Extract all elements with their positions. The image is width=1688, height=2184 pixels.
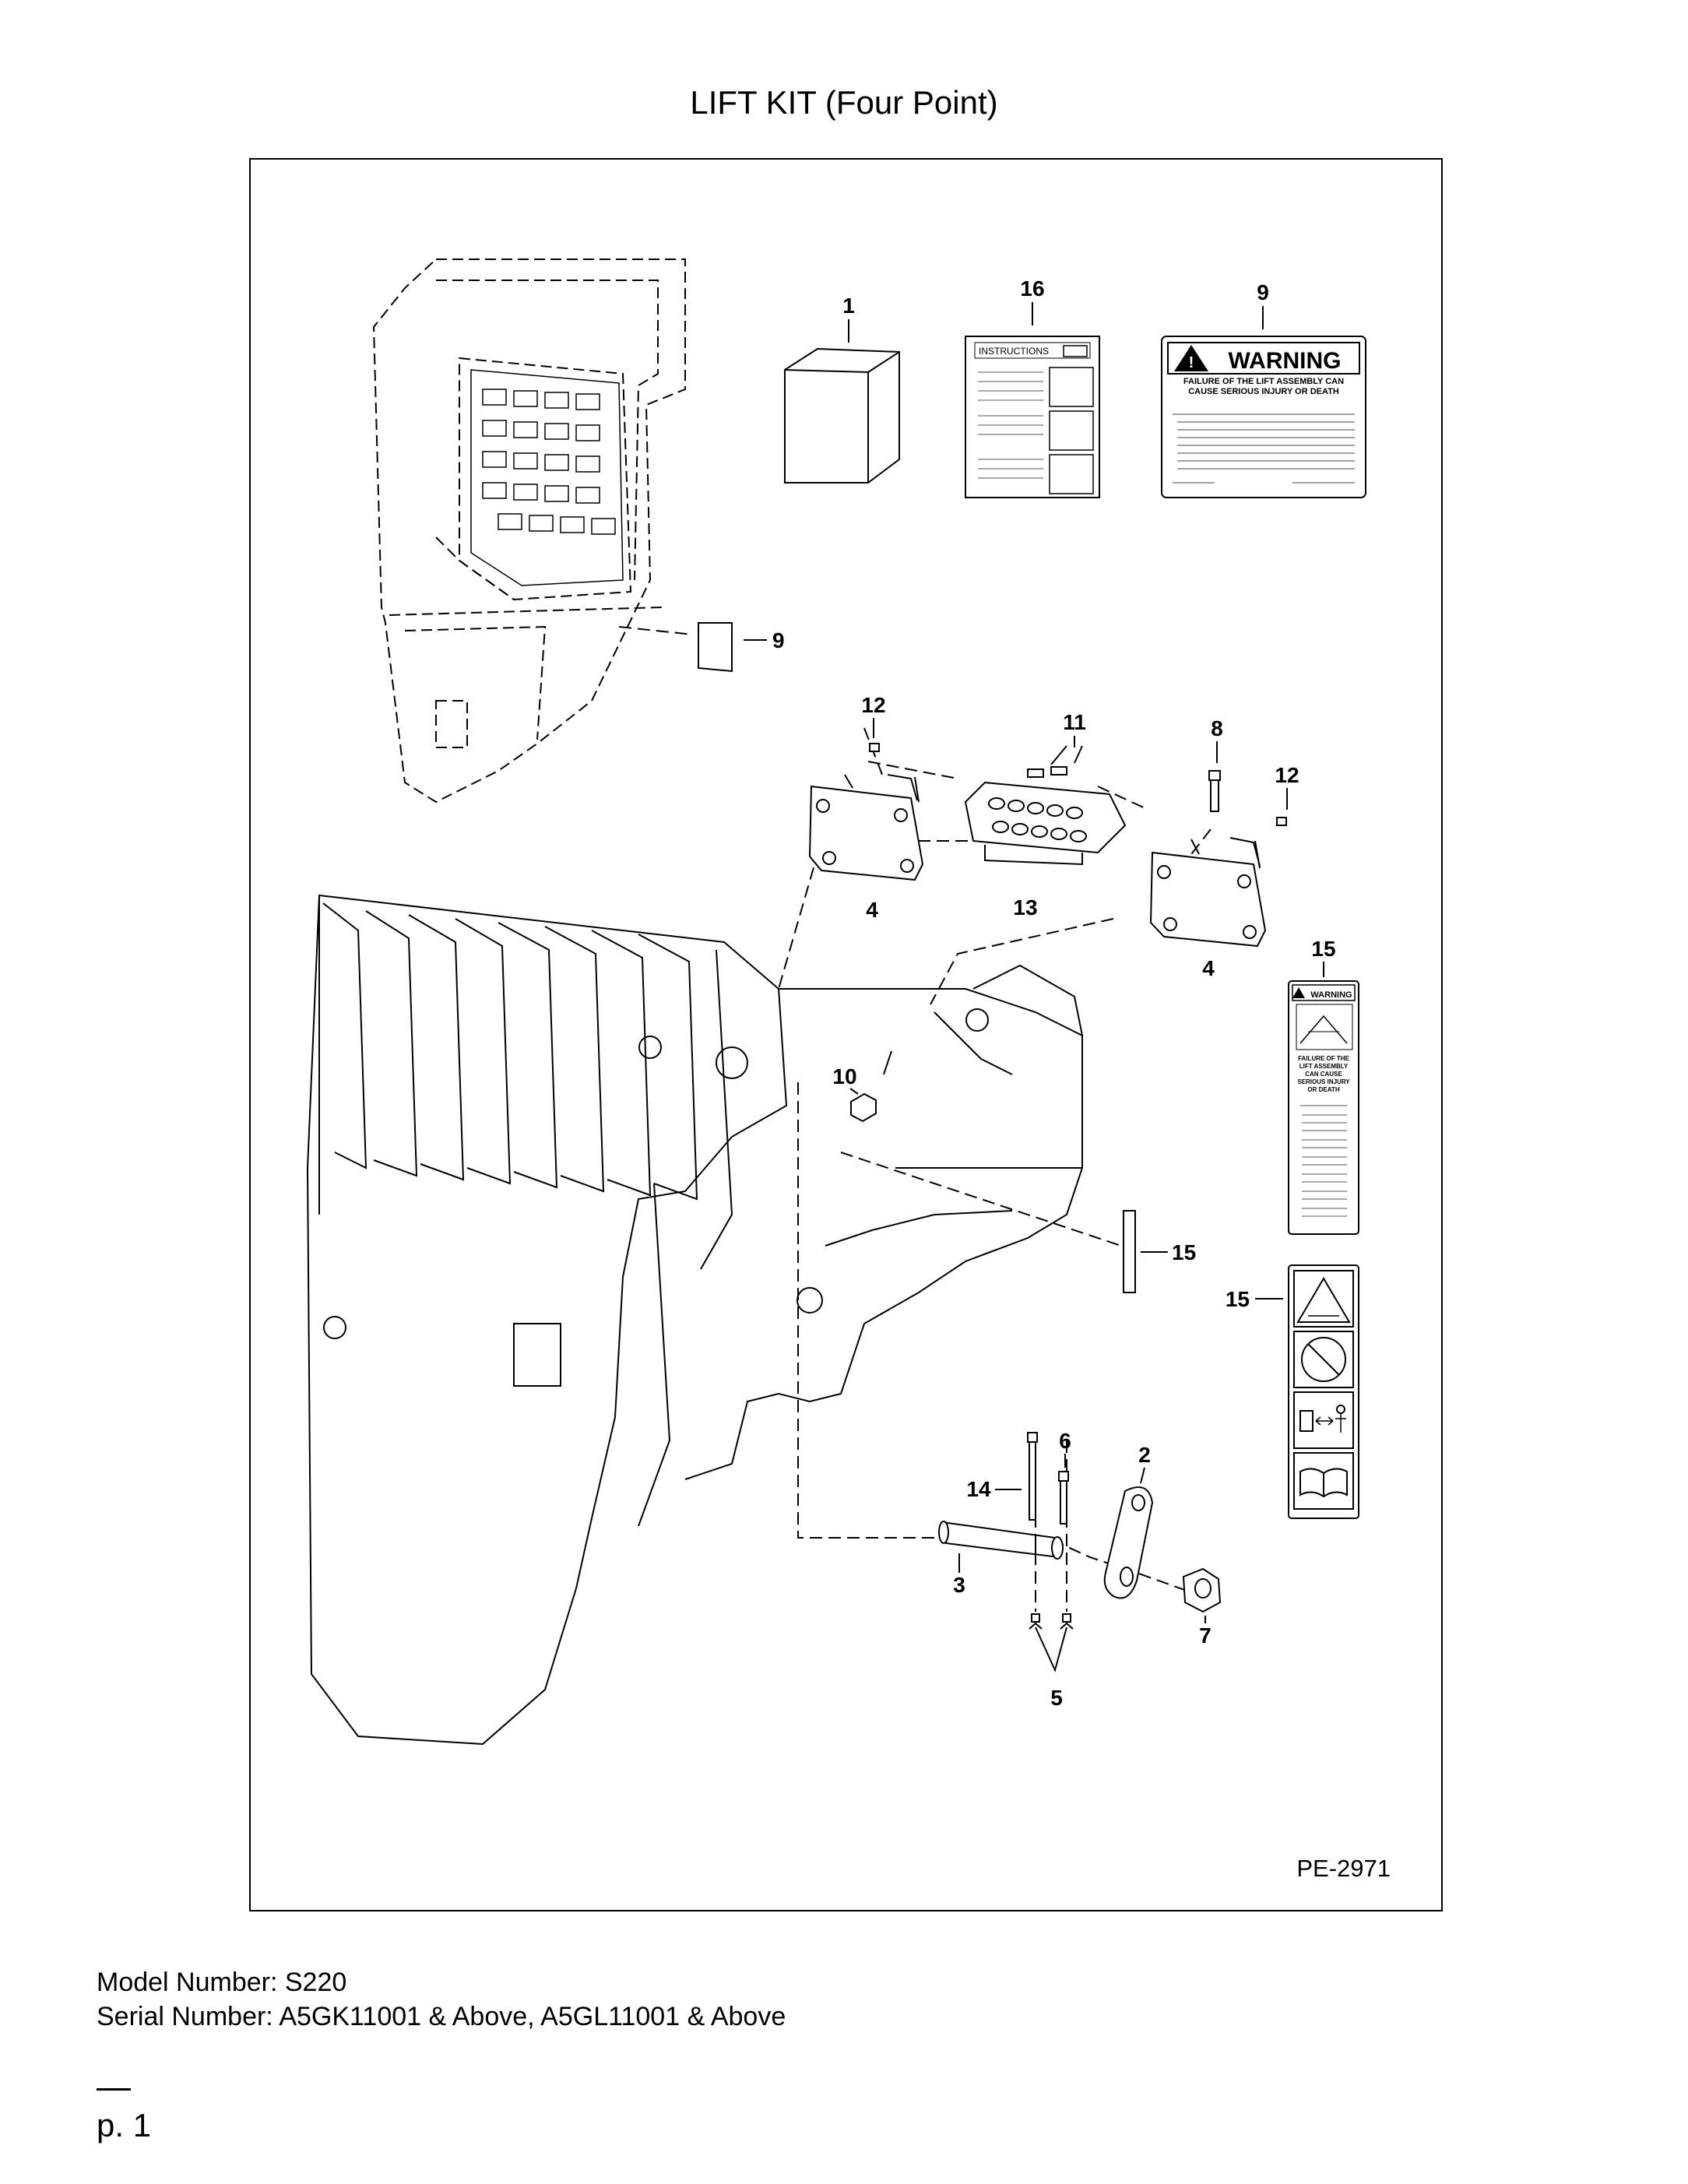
callout-1: 1	[842, 294, 855, 318]
part-1-box	[784, 347, 900, 484]
part-2-plate	[1103, 1486, 1154, 1599]
cab-mesh	[470, 369, 624, 586]
tall-warning-line-2: LIFT ASSEMBLY	[1299, 1063, 1349, 1070]
warning-heading: WARNING	[1229, 348, 1342, 374]
tall-warning-line-3: CAN CAUSE	[1305, 1071, 1342, 1078]
frame-holes	[323, 1008, 989, 1387]
callout-5: 5	[1050, 1686, 1063, 1710]
callout-14: 14	[966, 1477, 991, 1501]
page-number: p. 1	[97, 2107, 152, 2144]
drawing-reference: PE-2971	[1296, 1855, 1391, 1882]
part-5-cotter-nuts	[1029, 1613, 1074, 1672]
callout-7: 7	[1199, 1623, 1211, 1648]
part-13-plate	[964, 781, 1127, 866]
tall-warning-line-1: FAILURE OF THE	[1298, 1055, 1349, 1062]
cab-outline	[372, 258, 686, 804]
serial-number: Serial Number: A5GK11001 & Above, A5GL11…	[97, 2002, 786, 2031]
part-3-pin	[938, 1521, 1064, 1560]
callout-15-frame: 15	[1172, 1240, 1196, 1264]
callout-15-top: 15	[1311, 937, 1335, 961]
page-rule	[97, 2088, 131, 2091]
callout-2: 2	[1138, 1443, 1151, 1467]
part-14-bolt	[1027, 1432, 1038, 1521]
callout-16: 16	[1020, 276, 1044, 301]
tall-warning-line-4: SERIOUS INJURY	[1297, 1078, 1350, 1085]
part-7-nut	[1182, 1567, 1222, 1613]
model-serial-block: Model Number: S220 Serial Number: A5GK11…	[97, 1965, 786, 2034]
part-4-bracket-right	[1149, 837, 1267, 948]
callout-4-left: 4	[866, 898, 878, 922]
part-15-tall-warning: WARNING FAILURE OF THE LIFT ASSEMBLY CAN…	[1288, 980, 1359, 1235]
part-4-bracket-left	[808, 774, 924, 881]
callout-12-right: 12	[1275, 763, 1299, 787]
callout-8: 8	[1211, 716, 1223, 740]
tall-warning-line-5: OR DEATH	[1307, 1086, 1339, 1093]
tall-warning-heading: WARNING	[1310, 990, 1352, 1000]
instructions-heading: INSTRUCTIONS	[979, 346, 1049, 357]
part-9-warning-decal: ! WARNING FAILURE OF THE LIFT ASSEMBLY C…	[1161, 336, 1366, 498]
callout-13: 13	[1013, 895, 1037, 920]
model-number: Model Number: S220	[97, 1968, 347, 1997]
part-16-instructions: INSTRUCTIONS	[965, 336, 1100, 498]
diagram-frame	[249, 158, 1443, 1911]
callout-6: 6	[1059, 1429, 1071, 1453]
loader-frame-outline	[306, 894, 1083, 1746]
callout-3: 3	[953, 1573, 965, 1597]
part-6-bolt	[1058, 1471, 1069, 1525]
callout-9-top: 9	[1257, 280, 1269, 304]
callout-11: 11	[1063, 710, 1086, 734]
callout-15-pictorial: 15	[1226, 1287, 1250, 1311]
grille-slats	[322, 902, 698, 1201]
svg-text:!: !	[1189, 354, 1194, 371]
warning-message: FAILURE OF THE LIFT ASSEMBLY CAN CAUSE S…	[1183, 377, 1345, 396]
fasteners-11-12-8	[869, 743, 1287, 826]
assembly-lines	[618, 626, 1211, 1612]
callout-9-cab: 9	[772, 628, 785, 652]
callout-4-right: 4	[1202, 956, 1215, 980]
part-10-nut	[850, 1050, 892, 1123]
callout-10: 10	[832, 1064, 856, 1088]
page-title: LIFT KIT (Four Point)	[690, 84, 998, 121]
decal-9-placement	[698, 622, 733, 673]
part-15-pictorial-decal	[1288, 1264, 1359, 1519]
decal-15-placement	[1123, 1210, 1136, 1293]
callout-12-left: 12	[861, 693, 885, 717]
